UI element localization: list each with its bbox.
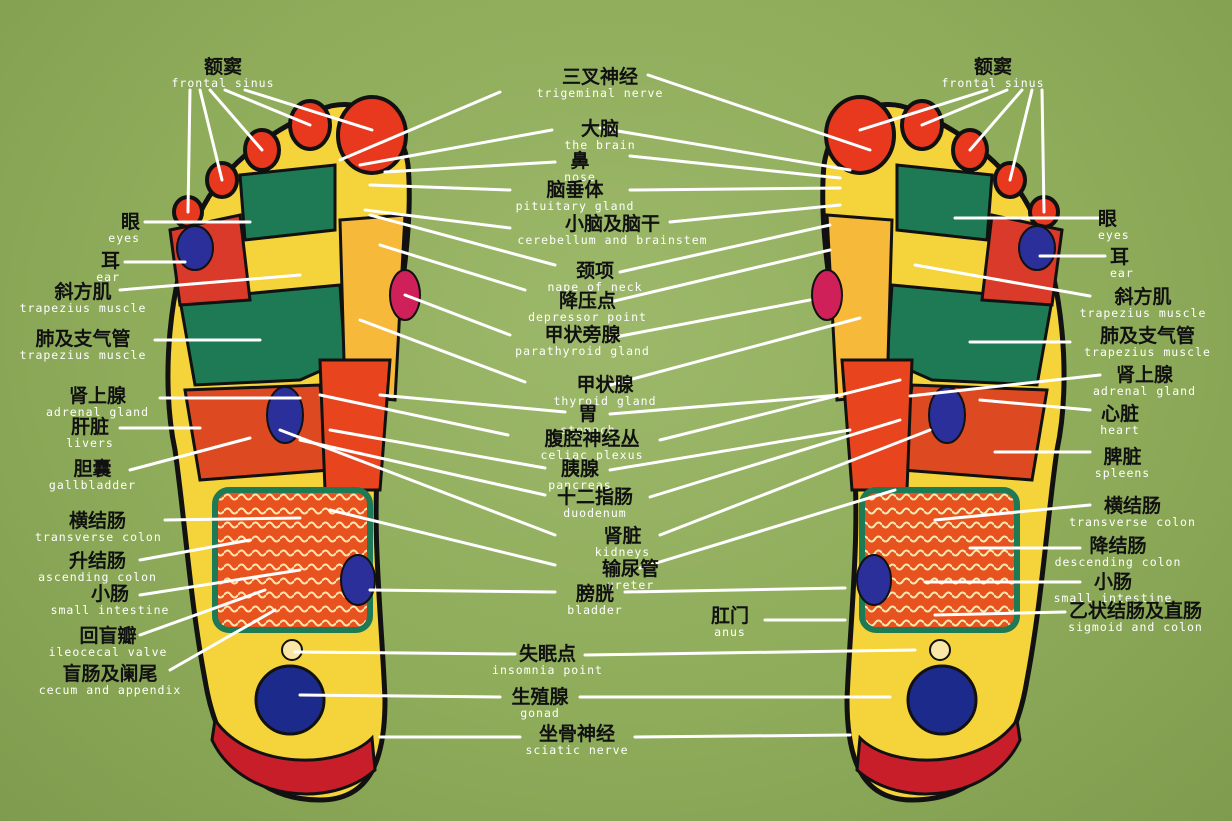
left-kidney — [266, 386, 304, 444]
left-stomach-zone — [318, 358, 392, 492]
left-insomnia-point — [281, 639, 303, 661]
right-spine-strip — [825, 213, 894, 402]
leader-lines — [118, 73, 1107, 739]
right-foot — [811, 95, 1067, 803]
left-foot — [165, 95, 421, 803]
left-eye-blue — [176, 225, 214, 271]
left-neck-green-zone — [238, 163, 337, 242]
left-heel-band — [210, 716, 377, 796]
right-eye-blue — [1018, 225, 1056, 271]
right-kidney — [928, 386, 966, 444]
right-gonad — [906, 664, 978, 736]
right-bladder — [856, 554, 892, 606]
right-stomach-zone — [840, 358, 914, 492]
left-bladder — [340, 554, 376, 606]
right-big-toe — [824, 95, 896, 175]
right-depressor-pink — [811, 269, 843, 321]
left-gonad — [254, 664, 326, 736]
right-intestine-zone — [859, 487, 1020, 633]
right-insomnia-point — [929, 639, 951, 661]
left-spine-strip — [338, 213, 407, 402]
right-heel-band — [855, 716, 1022, 796]
right-neck-green-zone — [895, 163, 994, 242]
